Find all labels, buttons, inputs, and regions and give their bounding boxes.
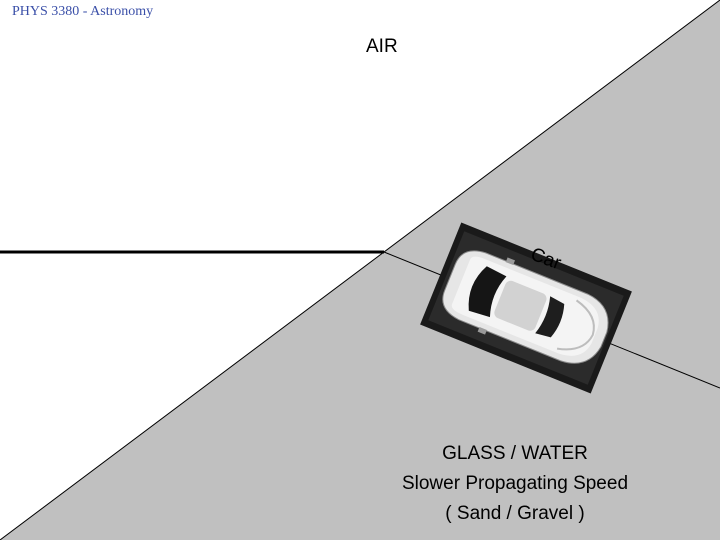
medium-description: Slower Propagating Speed (401, 473, 629, 494)
medium-examples: ( Sand / Gravel ) (445, 503, 585, 524)
air-label: AIR (366, 36, 398, 57)
car-image (420, 222, 632, 394)
medium-title: GLASS / WATER (442, 443, 588, 464)
course-header: PHYS 3380 - Astronomy (12, 4, 154, 19)
